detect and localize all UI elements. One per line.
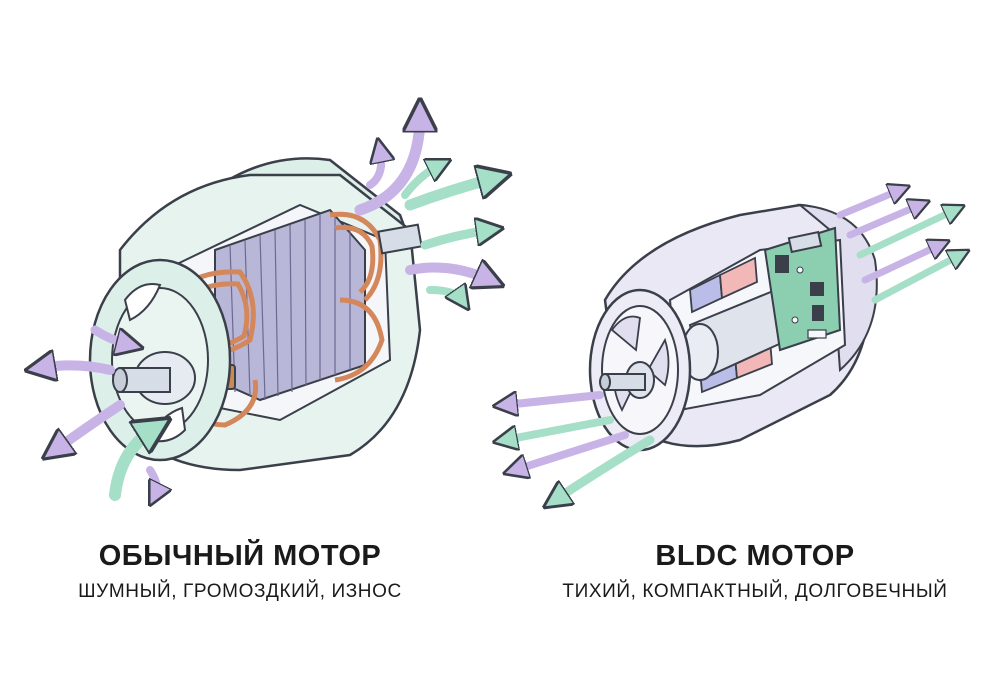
brushed-motor: [40, 115, 495, 495]
pcb-chip-2: [810, 282, 824, 296]
bldc-motor-title: BLDC МОТОР: [655, 540, 855, 572]
pcb-chip-3: [812, 305, 824, 321]
brushed-motor-subtitle: ШУМНЫЙ, ГРОМОЗДКИЙ, ИЗНОС: [78, 581, 402, 602]
bldc-airflow-arrows: [505, 190, 960, 500]
bldc-shaft: [599, 230, 823, 391]
brushed-shaft: [112, 223, 423, 405]
brushed-motor-caption: ОБЫЧНЫЙ МОТОР ШУМНЫЙ, ГРОМОЗДКИЙ, ИЗНОС: [20, 540, 460, 603]
bldc-motor-subtitle: ТИХИЙ, КОМПАКТНЫЙ, ДОЛГОВЕЧНЫЙ: [562, 581, 948, 602]
pcb-chip-1: [775, 255, 789, 273]
bldc-front-plate: [588, 288, 692, 452]
brushed-motor-title: ОБЫЧНЫЙ МОТОР: [98, 540, 382, 572]
bldc-motor: [505, 190, 960, 500]
brushed-airflow-arrows: [40, 115, 495, 495]
bldc-motor-caption: BLDC МОТОР ТИХИЙ, КОМПАКТНЫЙ, ДОЛГОВЕЧНЫ…: [520, 540, 990, 603]
